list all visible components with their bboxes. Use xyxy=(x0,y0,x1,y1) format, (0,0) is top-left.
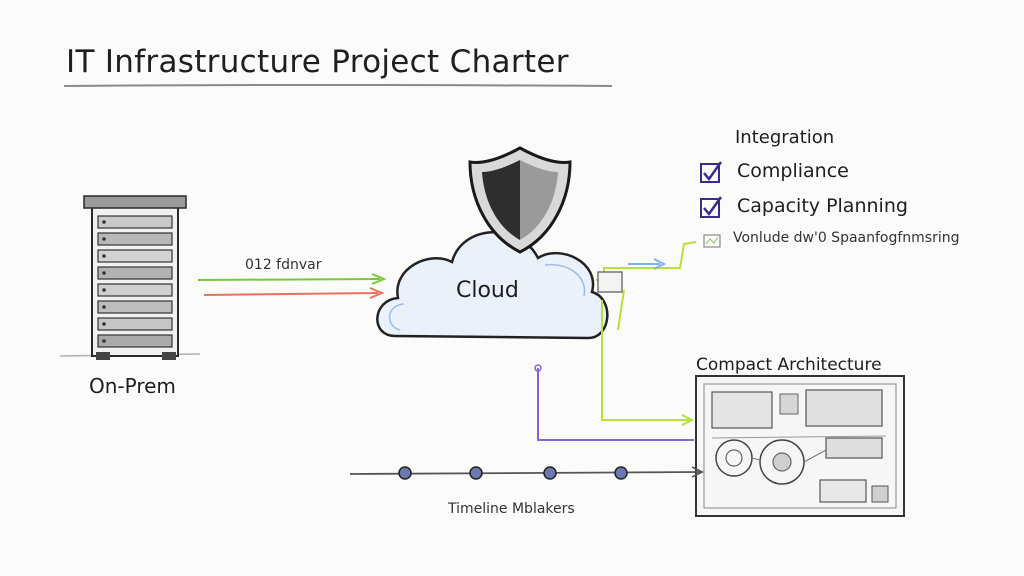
checklist-item-compliance: Compliance xyxy=(737,160,849,182)
compact-architecture-label: Compact Architecture xyxy=(696,355,882,375)
server-rack-icon xyxy=(59,195,201,360)
flow-label: 012 fdnvar xyxy=(245,257,322,273)
checkbox-unchecked-icon[interactable] xyxy=(703,234,721,248)
checklist-heading: Integration xyxy=(735,127,835,148)
checkbox-capacity-icon[interactable] xyxy=(700,196,722,218)
on-prem-label: On-Prem xyxy=(89,374,176,398)
milestone-dot xyxy=(398,466,412,480)
connector-lime xyxy=(601,300,690,421)
milestone-dot xyxy=(543,466,557,480)
shield-icon xyxy=(468,146,572,254)
checklist-item-other: Vonlude dw'0 Spaanfogfnmsring xyxy=(733,230,960,246)
checkbox-compliance-icon[interactable] xyxy=(700,161,722,183)
checklist-item-capacity-planning: Capacity Planning xyxy=(737,195,908,217)
milestone-dot xyxy=(469,466,483,480)
milestone-dot xyxy=(614,466,628,480)
connector-purple xyxy=(537,368,694,441)
cloud-label: Cloud xyxy=(456,278,519,303)
junction-node xyxy=(597,271,623,293)
page-title: IT Infrastructure Project Charter xyxy=(66,44,569,80)
architecture-sketch xyxy=(695,375,905,517)
flow-arrows xyxy=(197,273,387,299)
flow-arrow-red xyxy=(203,292,379,296)
flow-arrow-green xyxy=(197,278,381,281)
timeline xyxy=(349,466,705,480)
timeline-label: Timeline Mblakers xyxy=(448,501,575,517)
title-underline xyxy=(63,84,613,87)
